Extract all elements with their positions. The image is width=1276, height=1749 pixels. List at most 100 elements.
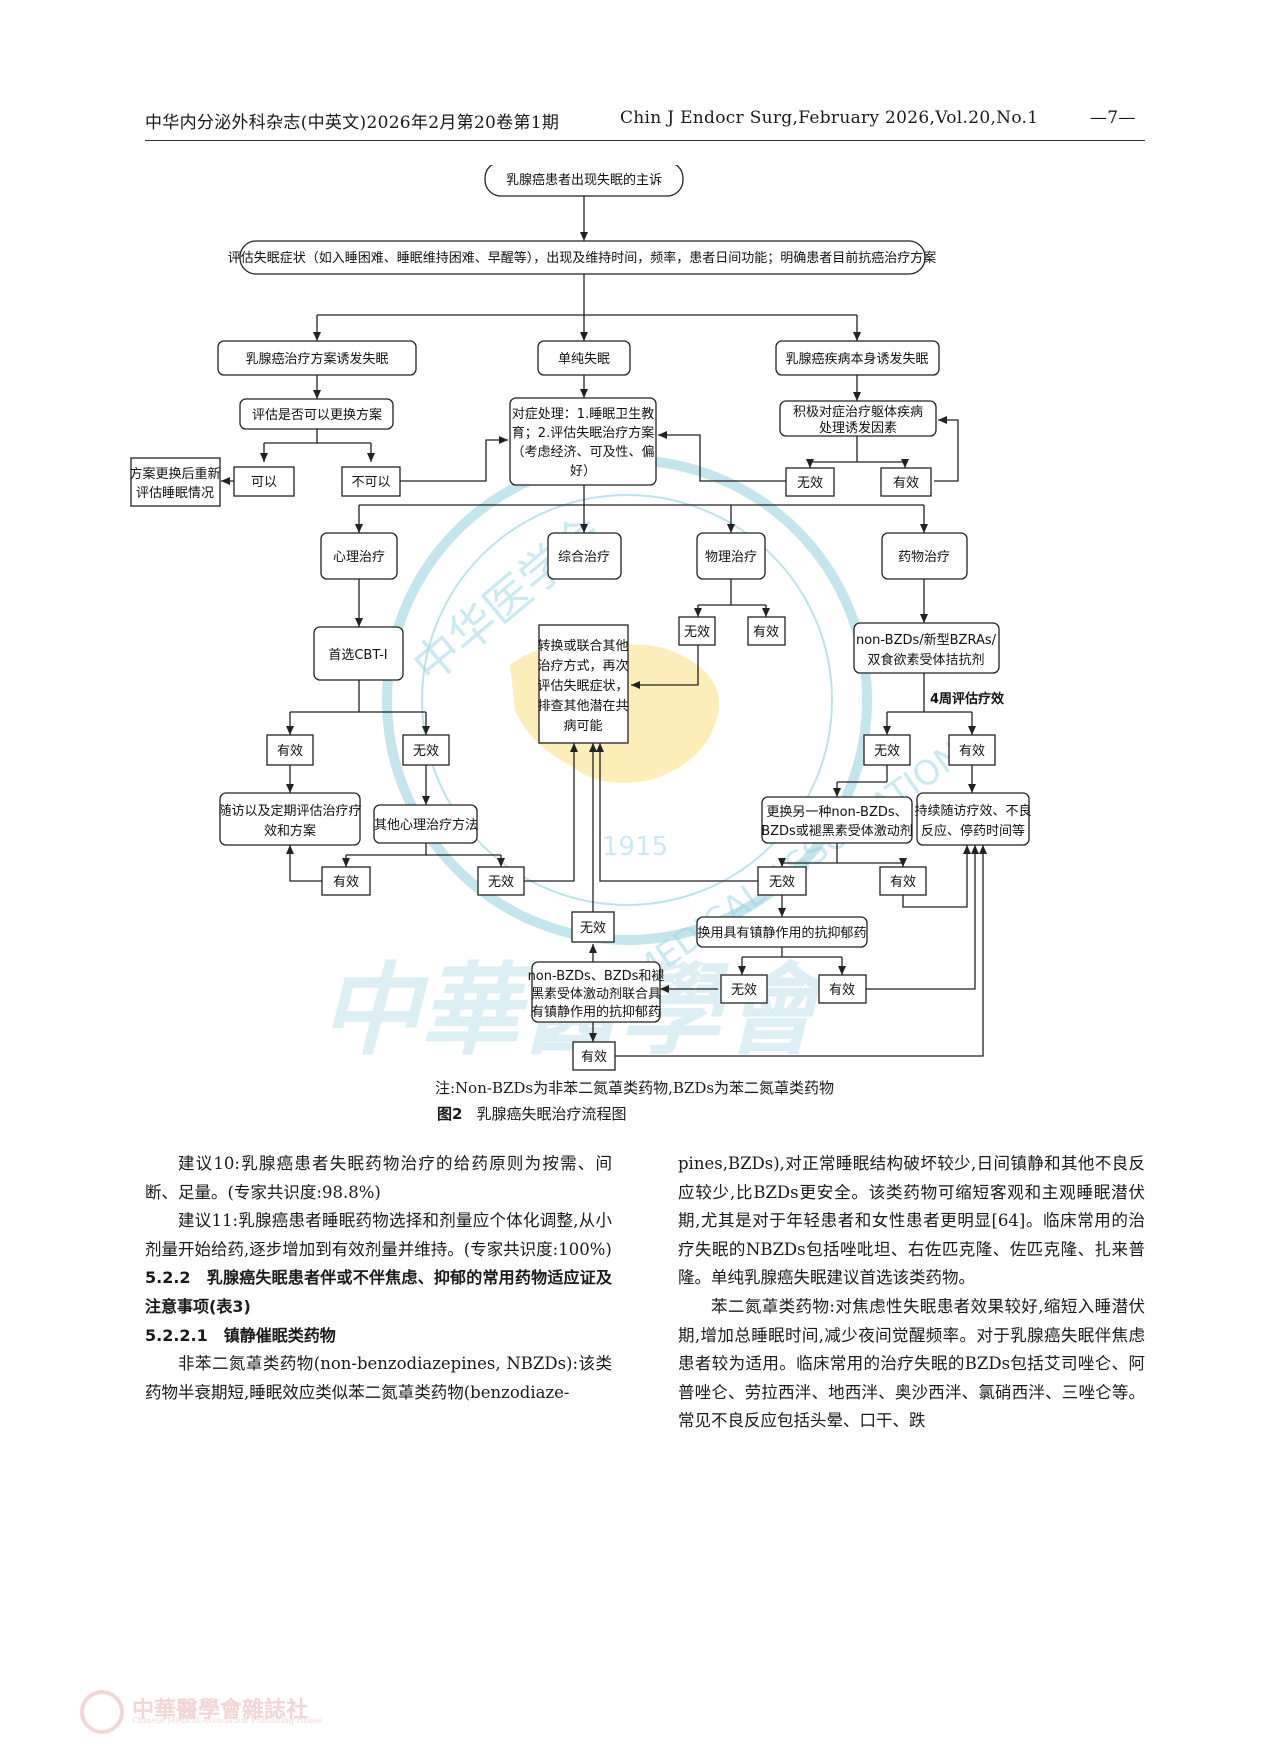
flow-cause-disease: 乳腺癌疾病本身诱发失眠: [775, 340, 940, 376]
flow-antidep-invalid: 无效: [720, 974, 768, 1004]
svg-text:心理治疗: 心理治疗: [333, 550, 385, 565]
flowchart-connectors: [221, 196, 987, 1057]
svg-text:治疗方式，再次: 治疗方式，再次: [537, 658, 628, 674]
flow-combo-invalid: 无效: [571, 911, 615, 943]
recommendation-11: 建议11:乳腺癌患者睡眠药物选择和剂量应个体化调整,从小剂量开始给药,逐步增加到…: [145, 1211, 612, 1259]
flow-combo-valid: 有效: [572, 1041, 616, 1071]
svg-text:黑素受体激动剂联合具: 黑素受体激动剂联合具: [531, 987, 661, 1002]
svg-text:排查其他潜在共: 排查其他潜在共: [537, 699, 628, 714]
publisher-name-en: Chinese Medical Association Publishing H…: [132, 1716, 323, 1725]
publisher-logo: 中華醫學會雜誌社 Chinese Medical Association Pub…: [80, 1690, 520, 1734]
svg-text:有效: 有效: [277, 744, 303, 759]
svg-text:单纯失眠: 单纯失眠: [558, 352, 610, 367]
svg-text:有效: 有效: [333, 875, 359, 890]
svg-text:持续随访疗效、不良: 持续随访疗效、不良: [914, 803, 1031, 819]
svg-text:无效: 无效: [731, 983, 757, 998]
flow-start-node: 乳腺癌患者出现失眠的主诉: [484, 165, 684, 197]
svg-text:评估睡眠情况: 评估睡眠情况: [136, 486, 214, 501]
svg-text:育；2.评估失眠治疗方案: 育；2.评估失眠治疗方案: [512, 425, 654, 441]
flow-can: 可以: [233, 466, 295, 497]
flow-drug-first: non-BZDs/新型BZRAs/ 双食欲素受体拮抗剂: [853, 622, 1000, 674]
treatment-flowchart: 中华医学会 1915 MEDICAL ASSOCIATION 中華醫學會: [130, 165, 1032, 1071]
watermark-seal-year: 1915: [602, 832, 668, 862]
journal-title-en: Chin J Endocr Surg,February 2026,Vol.20,…: [620, 108, 1039, 128]
flow-symptomatic: 对症处理：1.睡眠卫生教 育；2.评估失眠治疗方案 （考虑经济、可及性、偏 好）: [509, 397, 657, 486]
svg-text:评估失眠症状（如入睡困难、睡眠维持困难、早醒等），出现及维持: 评估失眠症状（如入睡困难、睡眠维持困难、早醒等），出现及维持时间，频率，患者日间…: [228, 250, 937, 266]
flow-antidep-valid: 有效: [818, 974, 867, 1004]
svg-text:无效: 无效: [413, 744, 439, 759]
flow-psych2-valid: 有效: [321, 866, 371, 896]
flow-psych-valid: 有效: [266, 734, 314, 766]
svg-text:换用具有镇静作用的抗抑郁药: 换用具有镇静作用的抗抑郁药: [697, 925, 866, 941]
bzd-paragraph: 苯二氮䓬类药物:对焦虑性失眠患者效果较好,缩短入睡潜伏期,增加总睡眠时间,减少夜…: [678, 1296, 1145, 1431]
figure-title: 乳腺癌失眠治疗流程图: [476, 1105, 627, 1123]
svg-text:不可以: 不可以: [351, 475, 390, 490]
flow-active-treat: 积极对症治疗躯体疾病 处理诱发因素: [779, 400, 937, 437]
flow-other-psych: 其他心理治疗方法: [373, 804, 478, 844]
svg-text:病可能: 病可能: [563, 719, 602, 734]
svg-text:好）: 好）: [570, 464, 596, 479]
svg-text:积极对症治疗躯体疾病: 积极对症治疗躯体疾病: [793, 404, 923, 420]
svg-text:non-BZDs、BZDs和褪: non-BZDs、BZDs和褪: [528, 969, 665, 984]
svg-text:无效: 无效: [684, 625, 710, 640]
svg-text:无效: 无效: [769, 875, 795, 890]
recommendation-10: 建议10:乳腺癌患者失眠药物治疗的给药原则为按需、间断、足量。(专家共识度:98…: [145, 1154, 612, 1202]
flow-drug2-invalid: 无效: [757, 866, 807, 896]
flow-drug-invalid: 无效: [863, 734, 911, 766]
flow-cbti: 首选CBT-I: [313, 626, 404, 681]
flow-combined: 综合治疗: [547, 532, 622, 580]
flow-drug-valid: 有效: [948, 734, 996, 766]
svg-text:评估是否可以更换方案: 评估是否可以更换方案: [252, 407, 382, 423]
svg-text:乳腺癌疾病本身诱发失眠: 乳腺癌疾病本身诱发失眠: [785, 351, 928, 367]
flow-physical-invalid: 无效: [678, 616, 716, 646]
figure-caption: 图2 乳腺癌失眠治疗流程图: [437, 1103, 626, 1124]
right-column: pines,BZDs),对正常睡眠结构破坏较少,日间镇静和其他不良反应较少,比B…: [678, 1150, 1145, 1436]
svg-text:无效: 无效: [874, 744, 900, 759]
flow-psych2-invalid: 无效: [477, 866, 525, 896]
flow-eval-change: 评估是否可以更换方案: [239, 398, 394, 430]
flow-psych-invalid: 无效: [402, 734, 450, 766]
svg-text:处理诱发因素: 处理诱发因素: [819, 420, 897, 436]
publisher-seal-icon: [80, 1690, 124, 1734]
svg-text:有效: 有效: [959, 744, 985, 759]
left-column: 建议10:乳腺癌患者失眠药物治疗的给药原则为按需、间断、足量。(专家共识度:98…: [145, 1150, 612, 1407]
svg-text:有镇静作用的抗抑郁药: 有镇静作用的抗抑郁药: [531, 1004, 661, 1020]
flow-cause-simple: 单纯失眠: [537, 340, 631, 376]
nbzd-paragraph-cont: pines,BZDs),对正常睡眠结构破坏较少,日间镇静和其他不良反应较少,比B…: [678, 1154, 1145, 1288]
svg-text:（考虑经济、可及性、偏: （考虑经济、可及性、偏: [511, 445, 654, 460]
journal-title-cn: 中华内分泌外科杂志(中英文)2026年2月第20卷第1期: [145, 113, 560, 133]
svg-text:效和方案: 效和方案: [264, 823, 316, 839]
flow-drug2-valid: 有效: [879, 866, 927, 896]
flow-switch: 转换或联合其他 治疗方式，再次 评估失眠症状， 排查其他潜在共 病可能: [537, 624, 629, 744]
header-rule: [145, 140, 1145, 141]
flow-four-week-label: 4周评估疗效: [930, 691, 1005, 707]
svg-text:评估失眠症状，: 评估失眠症状，: [537, 679, 628, 694]
figure-label: 图2: [437, 1105, 463, 1123]
svg-text:有效: 有效: [829, 983, 855, 998]
svg-text:乳腺癌治疗方案诱发失眠: 乳腺癌治疗方案诱发失眠: [245, 351, 388, 367]
flow-assess-node: 评估失眠症状（如入睡困难、睡眠维持困难、早醒等），出现及维持时间，频率，患者日间…: [228, 240, 937, 275]
svg-text:有效: 有效: [893, 476, 919, 491]
publisher-name: 中華醫學會雜誌社: [132, 1697, 309, 1723]
svg-text:对症处理：1.睡眠卫生教: 对症处理：1.睡眠卫生教: [512, 406, 654, 422]
svg-text:双食欲素受体拮抗剂: 双食欲素受体拮抗剂: [867, 652, 984, 668]
svg-text:无效: 无效: [580, 921, 606, 936]
svg-text:无效: 无效: [797, 476, 823, 491]
flow-disease-invalid: 无效: [785, 467, 835, 497]
svg-text:其他心理治疗方法: 其他心理治疗方法: [374, 817, 478, 833]
svg-text:non-BZDs/新型BZRAs/: non-BZDs/新型BZRAs/: [856, 632, 997, 648]
nbzd-paragraph: 非苯二氮䓬类药物(non-benzodiazepines, NBZDs):该类药…: [145, 1354, 612, 1402]
svg-text:有效: 有效: [890, 875, 916, 890]
flow-after-change: 方案更换后重新 评估睡眠情况: [130, 457, 221, 507]
svg-text:更换另一种non-BZDs、: 更换另一种non-BZDs、: [766, 805, 907, 820]
svg-text:综合治疗: 综合治疗: [558, 550, 610, 565]
flow-follow-regular: 随访以及定期评估治疗疗 效和方案: [218, 792, 362, 846]
svg-text:无效: 无效: [488, 875, 514, 890]
svg-text:随访以及定期评估治疗疗: 随访以及定期评估治疗疗: [218, 804, 361, 819]
flow-antidep: 换用具有镇静作用的抗抑郁药: [696, 916, 868, 948]
flow-disease-valid: 有效: [880, 467, 932, 497]
flow-physical: 物理治疗: [696, 532, 766, 580]
svg-text:药物治疗: 药物治疗: [898, 550, 950, 565]
